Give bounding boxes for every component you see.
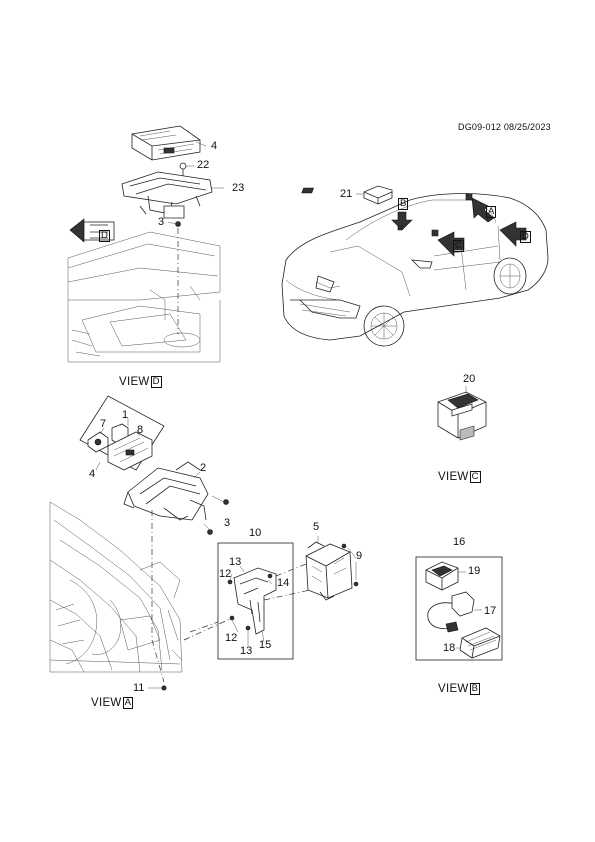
callout-car-21: 21	[340, 188, 353, 200]
view-a-leader-7	[99, 427, 105, 435]
view-a-label-prefix: VIEW	[91, 697, 122, 709]
view-b-label-letter: B	[469, 683, 481, 695]
view-d-part-23	[121, 171, 213, 219]
callout-view-a-8: 8	[137, 424, 144, 436]
view-d-arrow-tag: D	[99, 230, 110, 242]
view-a-part-3a	[223, 499, 229, 505]
view-b-illustration	[415, 556, 503, 661]
view-a-align-line-3	[189, 621, 219, 633]
callout-view-a-11: 11	[133, 682, 145, 694]
view-b-leaders	[456, 571, 482, 649]
view-a-part-9b	[353, 581, 359, 587]
view-a-label-letter: A	[122, 697, 134, 709]
callout-view-a-10: 10	[249, 527, 262, 539]
callout-view-d-3: 3	[158, 216, 165, 228]
callout-view-a-5: 5	[313, 521, 320, 533]
view-a-leader-2	[193, 471, 201, 479]
callout-view-a-1: 1	[122, 409, 129, 421]
arrow-a-tag: A	[486, 206, 497, 218]
callout-view-d-4: 4	[211, 140, 218, 152]
view-a-part-11	[161, 685, 167, 691]
view-c-label-prefix: VIEW	[438, 471, 469, 483]
view-a-part-9a	[341, 543, 347, 549]
callout-view-a-3: 3	[224, 517, 231, 529]
callout-view-b-18: 18	[443, 642, 456, 654]
callout-view-d-22: 22	[197, 159, 210, 171]
arrow-c-tag: C	[453, 240, 464, 252]
callout-view-a-4: 4	[89, 468, 96, 480]
view-b-part-17	[427, 591, 475, 633]
callout-view-a-12-top: 12	[219, 568, 232, 580]
view-a-part-2	[123, 461, 209, 521]
view-d-floor-structure	[67, 231, 221, 363]
view-a-align-line-4	[183, 617, 233, 641]
callout-view-b-16: 16	[453, 536, 466, 548]
view-d-label-prefix: VIEW	[119, 376, 150, 388]
view-d-part-22	[179, 162, 187, 176]
view-b-label-prefix: VIEW	[438, 683, 469, 695]
view-d-leader-4	[195, 141, 207, 147]
view-a-box-10-leaders	[229, 565, 273, 646]
callout-view-a-7: 7	[100, 418, 107, 430]
view-a-leaders-5-9	[317, 536, 357, 580]
view-c-part-20	[437, 391, 487, 441]
view-a-part-3b	[207, 529, 213, 535]
view-a-part-5	[305, 541, 353, 601]
view-a-align-line-2	[263, 589, 311, 601]
callout-view-b-17: 17	[484, 605, 497, 617]
view-d-part-4	[131, 125, 201, 161]
callout-view-b-19: 19	[468, 565, 481, 577]
view-d-leader-3	[167, 221, 177, 225]
arrow-d-tag: D	[520, 231, 531, 243]
view-a-leader-4	[95, 461, 101, 471]
callout-view-c-20: 20	[463, 373, 476, 385]
view-b-part-16-box	[415, 556, 503, 661]
callout-view-a-2: 2	[200, 462, 207, 474]
callout-view-a-13-bottom: 13	[240, 645, 253, 657]
view-a-body-structure	[49, 501, 183, 673]
view-a-align-line-1	[275, 563, 307, 577]
view-a-part-10-box	[217, 542, 294, 660]
view-a-illustration	[49, 395, 359, 691]
view-a-part-7	[87, 431, 109, 453]
callout-view-a-15: 15	[259, 639, 272, 651]
arrow-b	[391, 211, 413, 231]
document-id: DG09-012 08/25/2023	[458, 122, 551, 132]
callout-view-a-12-bottom: 12	[225, 632, 238, 644]
view-d-part-3	[175, 221, 181, 227]
arrow-c	[437, 231, 465, 257]
car-illustration	[281, 193, 549, 347]
car-part-21	[301, 185, 393, 205]
callout-view-a-13-top: 13	[229, 556, 242, 568]
callout-view-a-9: 9	[356, 550, 363, 562]
view-b-part-19	[425, 561, 459, 591]
view-b-part-18	[459, 627, 501, 659]
callout-view-d-23: 23	[232, 182, 245, 194]
arrow-b-tag: B	[398, 198, 409, 210]
view-a-centerline	[151, 510, 165, 683]
callout-view-a-14: 14	[277, 577, 290, 589]
arrow-d	[499, 221, 527, 247]
view-a-leader-8	[135, 431, 141, 437]
view-d-label-letter: D	[150, 376, 162, 388]
view-a-part-10-bracket	[227, 567, 277, 635]
view-c-label-letter: C	[469, 471, 481, 483]
